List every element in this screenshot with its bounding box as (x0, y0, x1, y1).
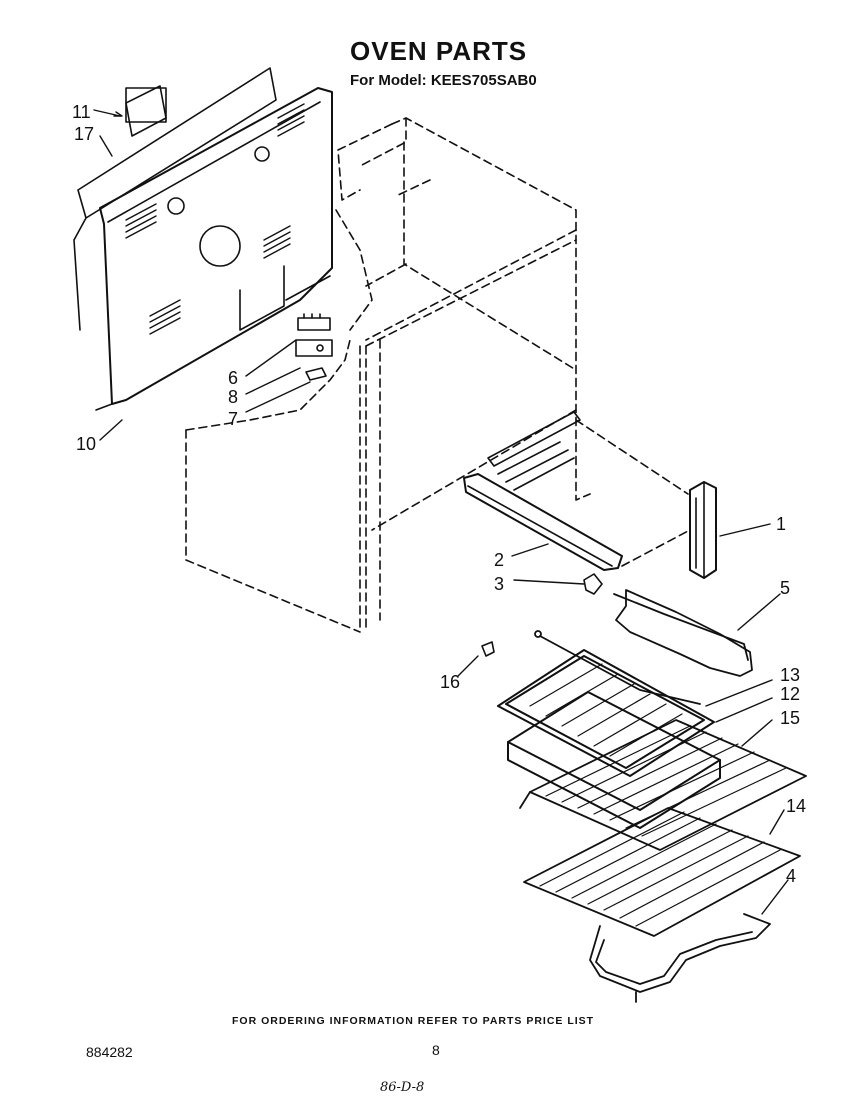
bake-element (534, 589, 753, 705)
callout-14: 14 (786, 796, 806, 816)
callout-labels: 11 17 6 8 7 10 1 2 3 5 16 13 12 15 14 4 (72, 102, 806, 886)
sensor-bracket (295, 339, 333, 357)
callout-3: 3 (494, 574, 504, 594)
callout-17: 17 (74, 124, 94, 144)
small-fastener (481, 641, 495, 657)
callout-15: 15 (780, 708, 800, 728)
callout-11: 11 (72, 102, 91, 122)
callout-12: 12 (780, 684, 800, 704)
callout-16: 16 (440, 672, 460, 692)
callout-1: 1 (776, 514, 786, 534)
callout-5: 5 (780, 578, 790, 598)
document-number: 884282 (86, 1044, 133, 1060)
page-title: OVEN PARTS (350, 36, 528, 66)
lower-oven-rack (523, 807, 801, 937)
callout-6: 6 (228, 368, 238, 388)
bracket-parts (295, 313, 333, 381)
rear-panel-assembly (73, 67, 333, 411)
broil-element (589, 913, 771, 1003)
rail-clip (583, 573, 603, 595)
broil-element-shield (487, 411, 581, 491)
oven-back-liner (99, 87, 333, 405)
callout-7: 7 (228, 409, 238, 429)
callout-4: 4 (786, 866, 796, 886)
upper-oven-rack (519, 719, 807, 851)
oven-rail (463, 473, 623, 571)
page-number: 8 (432, 1042, 440, 1058)
callout-8: 8 (228, 387, 238, 407)
oven-cavity-outline (185, 117, 691, 633)
terminal-block (297, 317, 331, 331)
leader-lines (93, 109, 789, 915)
callout-13: 13 (780, 665, 800, 685)
callout-2: 2 (494, 550, 504, 570)
handwritten-note: 86-D-8 (380, 1080, 425, 1095)
callout-10: 10 (76, 434, 96, 454)
ordering-note: FOR ORDERING INFORMATION REFER TO PARTS … (232, 1015, 595, 1027)
clip (305, 367, 327, 381)
rear-panel (77, 67, 277, 219)
model-label: For Model: KEES705SAB0 (350, 72, 537, 89)
broiler-pan (497, 649, 721, 829)
side-shield (689, 481, 717, 579)
